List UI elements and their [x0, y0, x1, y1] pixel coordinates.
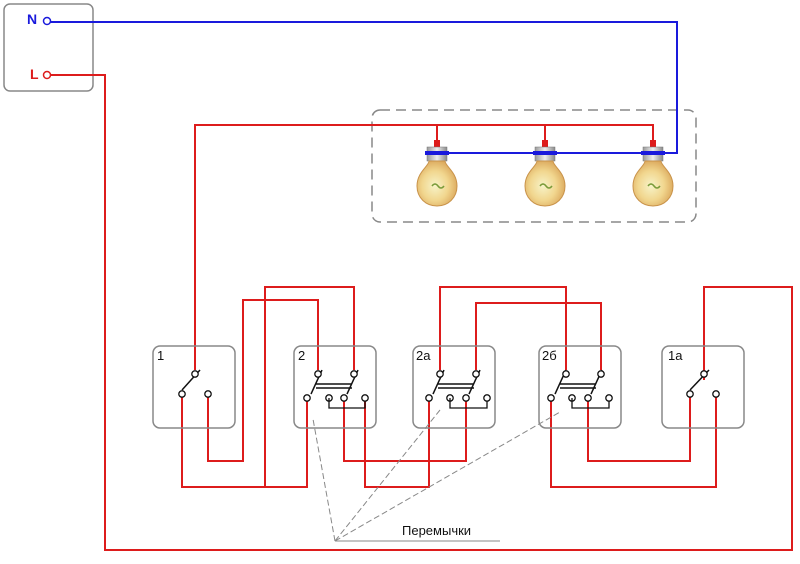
switch-1a: 1а	[661, 345, 745, 429]
jumpers-label: Перемычки	[402, 523, 471, 538]
l-terminal	[42, 70, 52, 80]
switch-2-label: 2	[298, 348, 305, 363]
n-terminal-label: N	[27, 11, 37, 27]
switch-1-label: 1	[157, 348, 164, 363]
lamp-group-box	[371, 109, 697, 223]
switch-2a: 2а	[412, 345, 496, 429]
switch-2b-label: 2б	[542, 348, 557, 363]
switch-1: 1	[152, 345, 236, 429]
l-terminal-label: L	[30, 66, 39, 82]
power-source-box: N L	[3, 3, 94, 92]
lamp-2	[524, 140, 566, 207]
n-terminal	[42, 16, 52, 26]
phase-wires	[50, 74, 793, 551]
neutral-lamp-contacts	[425, 151, 665, 155]
jumper-leaders	[312, 409, 561, 542]
switch-2b: 2б	[538, 345, 622, 429]
lamp-3	[632, 140, 674, 207]
neutral-wire	[50, 21, 678, 154]
switch-1a-label: 1а	[668, 348, 683, 363]
switch-2: 2	[293, 345, 377, 429]
switch-2a-label: 2а	[416, 348, 431, 363]
lamp-1	[416, 140, 458, 207]
